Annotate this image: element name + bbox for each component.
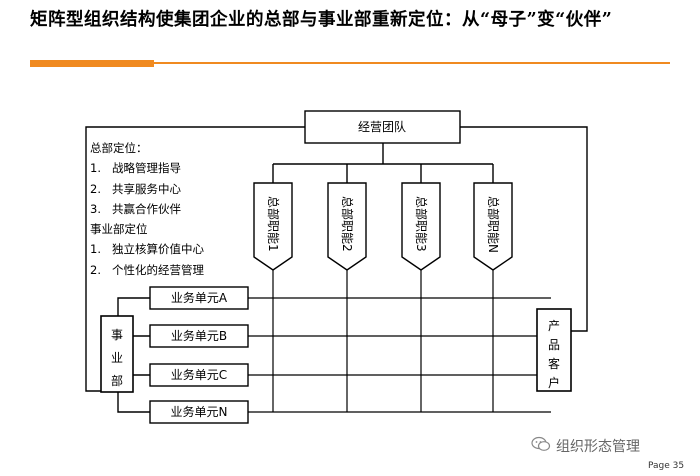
product-customer-box	[536, 308, 572, 392]
function-label-1: 总部职能1	[266, 196, 281, 252]
unit-label-b: 业务单元B	[171, 328, 227, 343]
function-shape-2	[327, 182, 367, 271]
connector-top-left	[85, 126, 305, 392]
bu-heading: 事业部定位	[90, 222, 148, 237]
connector-top-right	[460, 126, 588, 332]
hq-item-1: 1.战略管理指导	[90, 161, 181, 176]
unit-label-a: 业务单元A	[171, 290, 228, 305]
unit-box-b	[149, 324, 249, 348]
product-customer-label: 产品客户	[548, 319, 560, 390]
function-shape-1	[253, 182, 293, 271]
unit-label-n: 业务单元N	[171, 404, 228, 419]
unit-box-c	[149, 363, 249, 387]
page-number: Page 35	[648, 461, 685, 471]
function-shape-3	[401, 182, 441, 271]
title-accent-bar	[30, 60, 154, 67]
function-label-n: 总部职能N	[486, 196, 501, 253]
bu-item-1: 1.独立核算价值中心	[90, 242, 204, 257]
wechat-icon	[531, 436, 551, 451]
positioning-notes: 总部定位： 1.战略管理指导 2.共享服务中心 3.共赢合作伙伴 事业部定位 1…	[90, 138, 204, 280]
unit-label-c: 业务单元C	[171, 367, 227, 382]
division-label: 事业部	[111, 328, 123, 388]
management-team-box	[304, 110, 461, 144]
watermark-text: 组织形态管理	[556, 439, 640, 455]
unit-box-n	[149, 400, 249, 424]
hq-heading: 总部定位：	[90, 141, 148, 155]
slide-title: 矩阵型组织结构使集团企业的总部与事业部重新定位：从“母子”变“伙伴”	[30, 10, 613, 30]
function-label-3: 总部职能3	[414, 196, 429, 252]
bu-item-2: 2.个性化的经营管理	[90, 262, 204, 277]
hq-item-2: 2.共享服务中心	[90, 181, 181, 196]
management-team-label: 经营团队	[358, 119, 406, 134]
hq-item-3: 3.共赢合作伙伴	[90, 201, 181, 216]
unit-box-a	[149, 286, 249, 310]
division-box	[100, 315, 134, 393]
function-shape-n	[473, 182, 513, 271]
function-label-2: 总部职能2	[340, 196, 355, 252]
title-underline	[154, 62, 670, 64]
